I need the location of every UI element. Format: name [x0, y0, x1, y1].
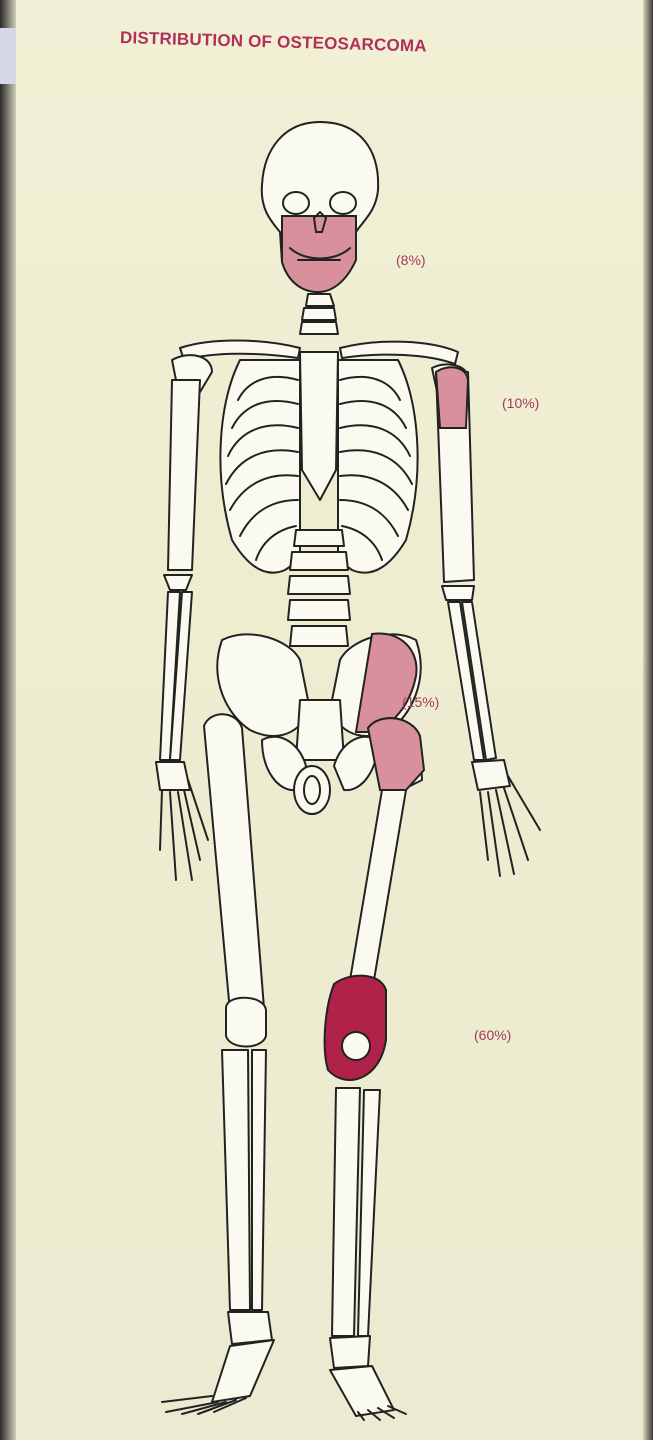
percent-label-humerus: (10%) [502, 395, 539, 411]
percent-label-pelvis: (15%) [402, 694, 439, 710]
cervical-spine [300, 294, 338, 334]
percent-label-skull: (8%) [396, 252, 426, 268]
right-leg [325, 718, 424, 1420]
skull [262, 122, 378, 292]
percent-label-knee: (60%) [474, 1027, 511, 1043]
left-leg [162, 714, 274, 1414]
right-arm [436, 367, 540, 876]
left-arm [156, 380, 208, 880]
